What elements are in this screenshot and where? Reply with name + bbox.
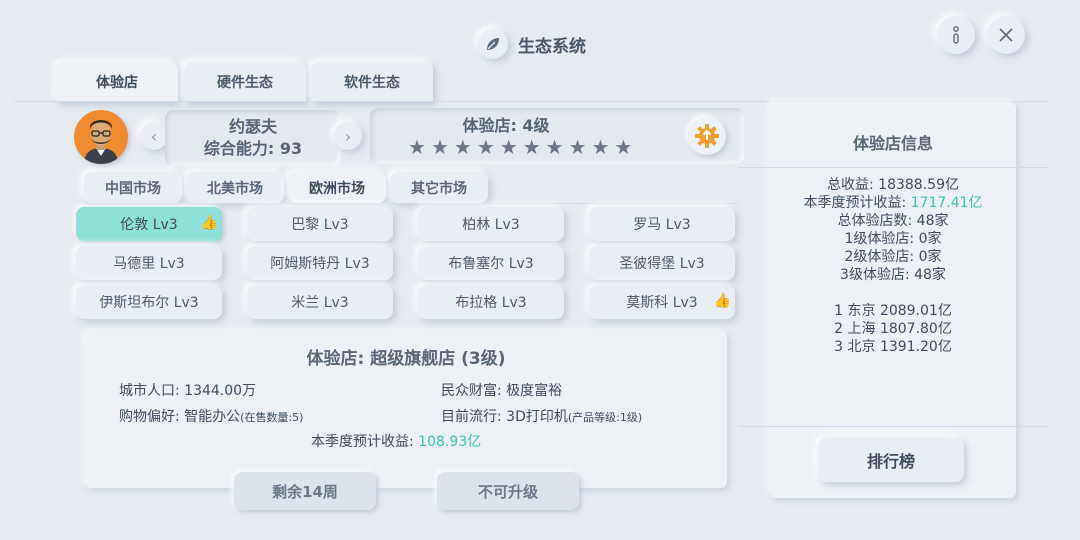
city-label: 伊斯坦布尔 Lv3 — [99, 295, 199, 311]
avatar[interactable] — [74, 110, 128, 164]
season-income-value: 108.93亿 — [418, 434, 482, 450]
city-label: 罗马 Lv3 — [633, 217, 691, 233]
city-button-st-petersburg[interactable]: 圣彼得堡 Lv3 — [589, 246, 735, 280]
title-text: 生态系统 — [518, 36, 586, 57]
store-detail-panel: 体验店: 超级旗舰店 (3级) 城市人口: 1344.00万 民众财富: 极度富… — [85, 332, 727, 488]
gear-icon — [695, 124, 719, 148]
tab-experience-store[interactable]: 体验店 — [56, 62, 178, 102]
city-button-paris[interactable]: 巴黎 Lv3 — [247, 207, 393, 241]
store-info-title: 体验店信息 — [852, 134, 933, 153]
divider — [738, 426, 1048, 427]
current-trend-note: (产品等级:1级) — [567, 411, 643, 424]
store-level-box: 体验店: 4级 ★★★★★★★★★★ — [370, 108, 744, 164]
level3-store-count: 3级体验店: 48家 — [840, 267, 946, 283]
city-button-amsterdam[interactable]: 阿姆斯特丹 Lv3 — [247, 246, 393, 280]
leaf-icon — [478, 29, 508, 59]
city-button-rome[interactable]: 罗马 Lv3 — [589, 207, 735, 241]
city-button-prague[interactable]: 布拉格 Lv3 — [418, 285, 564, 319]
close-button[interactable] — [987, 16, 1025, 54]
city-label: 马德里 Lv3 — [113, 256, 185, 272]
store-info-panel: 体验店信息 总收益: 18388.59亿 本季度预计收益: 1717.41亿 总… — [770, 102, 1016, 498]
store-stats: 总收益: 18388.59亿 本季度预计收益: 1717.41亿 总体验店数: … — [770, 176, 1016, 284]
info-button[interactable] — [937, 16, 975, 54]
close-icon — [999, 28, 1013, 42]
shopping-preference: 购物偏好: 智能办公(在售数量:5) — [119, 406, 303, 426]
thumbs-up-icon: 👍 — [713, 293, 731, 309]
store-level-title: 体验店: 4级 — [462, 116, 550, 135]
rank-item: 1 东京 2089.01亿 — [834, 303, 952, 319]
city-label: 柏林 Lv3 — [462, 217, 520, 233]
remaining-weeks-button[interactable]: 剩余14周 — [234, 472, 376, 510]
total-store-count: 总体验店数: 48家 — [837, 213, 949, 229]
city-label: 阿姆斯特丹 Lv3 — [270, 256, 370, 272]
prev-character-button[interactable]: ‹ — [140, 122, 168, 150]
star-icon: ★ — [408, 135, 426, 159]
ranking-button[interactable]: 排行榜 — [818, 438, 964, 482]
star-icon: ★ — [499, 135, 518, 159]
top-cities-list: 1 东京 2089.01亿 2 上海 1807.80亿 3 北京 1391.20… — [770, 302, 1016, 356]
tab-other-market[interactable]: 其它市场 — [390, 172, 488, 203]
city-button-berlin[interactable]: 柏林 Lv3 — [418, 207, 564, 241]
thumbs-up-icon: 👍 — [200, 215, 218, 231]
divider — [14, 101, 1048, 102]
tab-software-ecosystem[interactable]: 软件生态 — [311, 62, 433, 102]
star-icon: ★ — [614, 135, 633, 159]
city-button-istanbul[interactable]: 伊斯坦布尔 Lv3 — [76, 285, 222, 319]
level-stars: ★★★★★★★★★★ — [408, 136, 632, 158]
upgrade-button[interactable]: 不可升级 — [437, 472, 579, 510]
star-icon: ★ — [430, 135, 449, 159]
star-icon: ★ — [453, 135, 472, 159]
rank-item: 3 北京 1391.20亿 — [834, 339, 952, 355]
star-icon: ★ — [476, 135, 495, 159]
shopping-preference-note: (在售数量:5) — [240, 411, 304, 424]
shopping-preference-text: 购物偏好: 智能办公 — [119, 409, 241, 425]
city-label: 布拉格 Lv3 — [455, 295, 527, 311]
city-label: 布鲁塞尔 Lv3 — [448, 256, 534, 272]
city-population: 城市人口: 1344.00万 — [119, 383, 257, 399]
season-income-label: 本季度预计收益: — [311, 434, 419, 450]
current-trend-text: 目前流行: 3D打印机 — [441, 409, 568, 425]
city-button-brussels[interactable]: 布鲁塞尔 Lv3 — [418, 246, 564, 280]
character-ability: 综合能力: 93 — [203, 139, 303, 158]
city-button-madrid[interactable]: 马德里 Lv3 — [76, 246, 222, 280]
season-income-total: 本季度预计收益: 1717.41亿 — [770, 194, 1016, 212]
store-detail-title: 体验店: 超级旗舰店 (3级) — [306, 349, 506, 369]
info-icon — [953, 26, 959, 44]
chevron-left-icon: ‹ — [150, 126, 158, 146]
total-income: 总收益: 18388.59亿 — [827, 177, 959, 193]
city-button-london[interactable]: 伦敦 Lv3 👍 — [76, 207, 222, 241]
citizen-wealth: 民众财富: 极度富裕 — [441, 383, 563, 399]
city-button-moscow[interactable]: 莫斯科 Lv3 👍 — [589, 285, 735, 319]
tab-hardware-ecosystem[interactable]: 硬件生态 — [184, 62, 306, 102]
upgrade-gear-button[interactable] — [688, 117, 726, 155]
chevron-right-icon: › — [344, 126, 352, 146]
star-icon: ★ — [545, 135, 564, 159]
current-trend: 目前流行: 3D打印机(产品等级:1级) — [441, 406, 642, 426]
city-label: 米兰 Lv3 — [291, 295, 349, 311]
city-label: 巴黎 Lv3 — [291, 217, 349, 233]
level1-store-count: 1级体验店: 0家 — [844, 231, 942, 247]
next-character-button[interactable]: › — [334, 122, 362, 150]
city-label: 莫斯科 Lv3 — [626, 295, 698, 311]
star-icon: ★ — [591, 135, 610, 159]
season-income-total-label: 本季度预计收益: — [803, 195, 911, 211]
character-info: 约瑟夫 综合能力: 93 — [165, 110, 341, 166]
character-name: 约瑟夫 — [228, 117, 277, 136]
city-button-milan[interactable]: 米兰 Lv3 — [247, 285, 393, 319]
star-icon: ★ — [568, 135, 587, 159]
tab-china-market[interactable]: 中国市场 — [84, 172, 182, 203]
rank-item: 2 上海 1807.80亿 — [834, 321, 952, 337]
city-label: 伦敦 Lv3 — [120, 217, 178, 233]
tab-north-america-market[interactable]: 北美市场 — [186, 172, 284, 203]
city-label: 圣彼得堡 Lv3 — [619, 256, 705, 272]
divider — [738, 167, 1048, 168]
tab-europe-market[interactable]: 欧洲市场 — [288, 172, 386, 203]
season-income-total-value: 1717.41亿 — [910, 195, 983, 211]
divider — [84, 203, 738, 204]
star-icon: ★ — [522, 135, 541, 159]
level2-store-count: 2级体验店: 0家 — [844, 249, 942, 265]
page-title: 生态系统 — [478, 28, 586, 60]
season-income: 本季度预计收益: 108.93亿 — [311, 431, 481, 451]
